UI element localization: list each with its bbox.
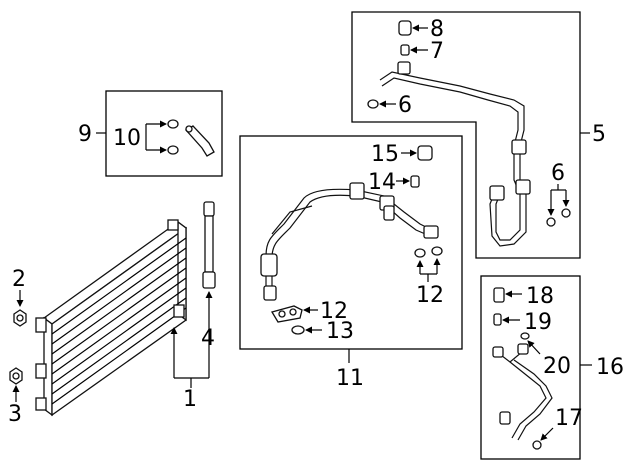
callout-6-upper: 6 xyxy=(398,93,412,118)
callout-10: 10 xyxy=(113,126,141,151)
callout-9: 9 xyxy=(78,122,92,147)
callout-19: 19 xyxy=(524,310,552,335)
condenser-fins xyxy=(51,237,187,405)
callout-3: 3 xyxy=(8,402,22,427)
bolt-3 xyxy=(9,367,23,385)
callout-7: 7 xyxy=(430,39,444,64)
callout-14: 14 xyxy=(368,170,396,195)
callout-6-lower: 6 xyxy=(551,161,565,186)
box-11 xyxy=(239,135,463,363)
callout-5: 5 xyxy=(592,122,606,147)
callout-8: 8 xyxy=(430,17,444,42)
callout-12-left: 12 xyxy=(320,299,348,324)
callout-16: 16 xyxy=(596,355,624,380)
callout-11: 11 xyxy=(336,366,364,391)
callout-2: 2 xyxy=(12,267,26,292)
callout-18: 18 xyxy=(526,284,554,309)
callout-12-right: 12 xyxy=(416,283,444,308)
leaders-1-4 xyxy=(12,290,213,402)
callout-17: 17 xyxy=(555,406,583,431)
receiver-drier xyxy=(202,201,216,289)
callout-20: 20 xyxy=(543,354,571,379)
callout-4: 4 xyxy=(201,326,215,351)
bolt-2 xyxy=(13,309,27,327)
condenser xyxy=(35,219,188,417)
box-9 xyxy=(96,90,223,177)
callout-15: 15 xyxy=(371,142,399,167)
callout-labels: 1 2 3 4 5 6 6 7 8 9 10 11 12 12 13 14 15… xyxy=(8,17,624,431)
box-5 xyxy=(351,11,590,259)
callout-1: 1 xyxy=(183,387,197,412)
callout-13: 13 xyxy=(326,319,354,344)
box-16 xyxy=(480,275,592,460)
